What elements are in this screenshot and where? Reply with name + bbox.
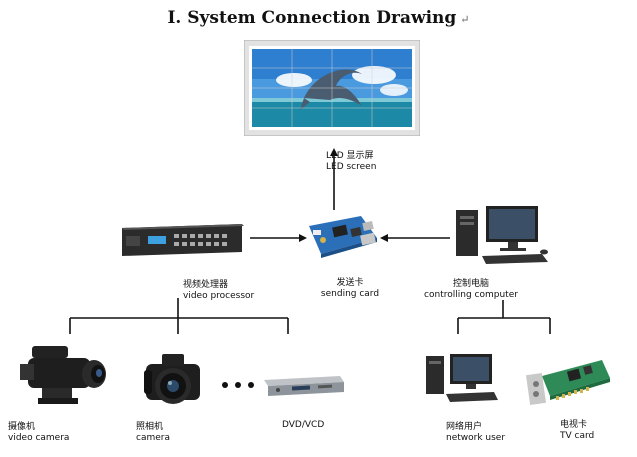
network-user-label-cn: 网络用户 xyxy=(446,422,483,432)
led-screen-image xyxy=(244,40,420,136)
dvd-vcd-label: DVD/VCD xyxy=(282,420,342,431)
diagram-title: I. System Connection Drawing↵ xyxy=(0,8,637,28)
left-bus xyxy=(69,298,289,334)
camera-label-cn: 照相机 xyxy=(136,422,164,432)
right-bus xyxy=(457,300,551,334)
tv-card-label-en: TV card xyxy=(560,431,595,441)
sending-card-image xyxy=(309,216,377,258)
video-camera-label-cn: 摄像机 xyxy=(8,422,36,432)
led-screen-label-en: LED screen xyxy=(326,162,377,172)
camera-label-en: camera xyxy=(136,433,170,443)
video-camera-image xyxy=(20,346,106,404)
tv-card-image xyxy=(525,360,610,405)
sending-card-label-cn: 发送卡 xyxy=(336,278,364,288)
video-processor-label-en: video processor xyxy=(183,291,255,301)
camera-image xyxy=(144,354,200,404)
dvd-player-image xyxy=(264,376,344,396)
network-user-image xyxy=(426,354,498,402)
video-processor-label-cn: 视频处理器 xyxy=(183,280,229,290)
controlling-computer-label-cn: 控制电脑 xyxy=(452,279,489,289)
ellipsis-dots xyxy=(222,382,254,388)
network-user-label-en: network user xyxy=(446,433,506,443)
sending-card-label-en: sending card xyxy=(320,289,380,299)
video-processor-image xyxy=(122,224,244,256)
led-screen-label-cn: LED 显示屏 xyxy=(326,151,374,161)
tv-card-label-cn: 电视卡 xyxy=(560,420,588,430)
video-camera-label-en: video camera xyxy=(8,433,70,443)
controlling-computer-label-en: controlling computer xyxy=(424,290,518,300)
controlling-computer-image xyxy=(456,206,548,264)
title-text: I. System Connection Drawing xyxy=(167,8,457,28)
paragraph-mark-icon: ↵ xyxy=(460,13,470,26)
dvd-vcd-label-en: DVD/VCD xyxy=(282,420,325,430)
